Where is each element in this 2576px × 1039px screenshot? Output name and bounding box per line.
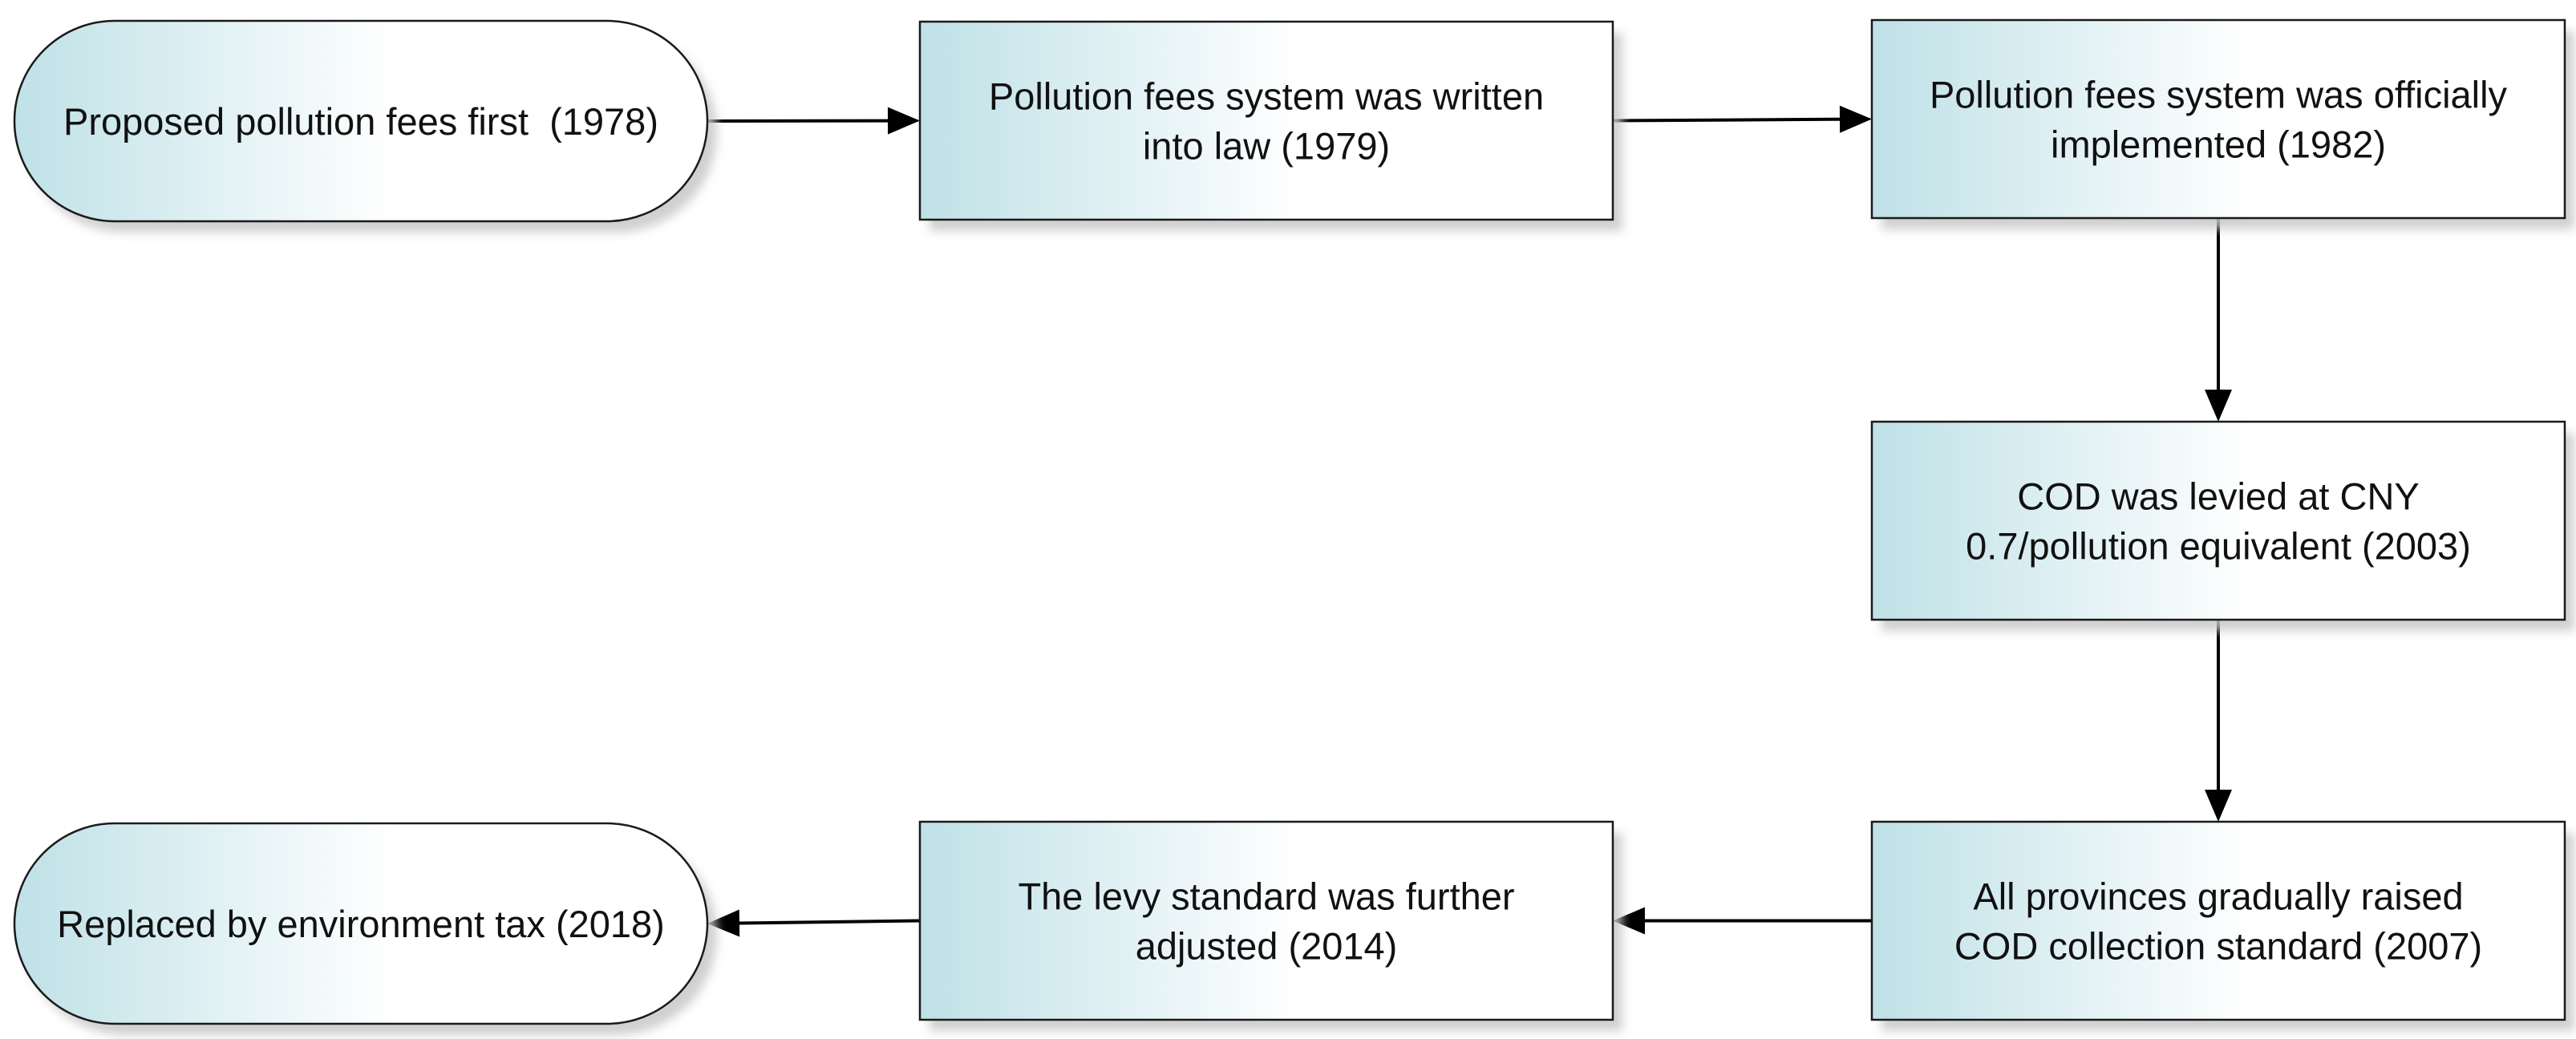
arrow-n2014-to-n2018 xyxy=(707,909,921,937)
flowchart-node-n2003: COD was levied at CNY 0.7/pollution equiv… xyxy=(1870,420,2574,631)
node-label-line: Pollution fees system was officially xyxy=(1930,73,2508,115)
process-box xyxy=(1870,18,2566,220)
process-box xyxy=(918,820,1614,1021)
flowchart-node-n1979: Pollution fees system was written into la… xyxy=(918,20,1622,231)
arrow-shaft xyxy=(739,919,921,925)
arrowhead xyxy=(1613,907,1645,935)
terminal-shape xyxy=(13,822,709,1025)
process-box xyxy=(1870,820,2566,1021)
arrow-n2007-to-n2014 xyxy=(1613,907,1872,935)
arrowhead xyxy=(2205,390,2232,422)
nodes-layer: Proposed pollution fees first (1978) Poll… xyxy=(13,18,2574,1035)
flowchart-node-n1982: Pollution fees system was officially impl… xyxy=(1870,18,2574,229)
arrowhead xyxy=(887,107,920,135)
flowchart-node-n1978: Proposed pollution fees first (1978) xyxy=(13,19,717,232)
node-label-line: Pollution fees system was written xyxy=(989,75,1544,117)
node-label-line: COD was levied at CNY xyxy=(2017,475,2420,517)
arrowhead xyxy=(1839,105,1872,133)
node-label-line: 0.7/pollution equivalent (2003) xyxy=(1966,524,2471,567)
arrow-n1982-to-n2003 xyxy=(2205,218,2232,422)
terminal-shape xyxy=(13,19,709,223)
flowchart-node-n2018: Replaced by environment tax (2018) xyxy=(13,822,717,1035)
node-label-line: Replaced by environment tax (2018) xyxy=(57,903,665,945)
process-box xyxy=(1870,420,2566,621)
edges-layer xyxy=(707,105,2232,937)
node-label-line: COD collection standard (2007) xyxy=(1954,924,2482,967)
arrow-n1978-to-n1979 xyxy=(707,107,920,135)
node-label-line: Proposed pollution fees first (1978) xyxy=(63,100,658,143)
arrowhead xyxy=(2205,790,2232,822)
arrowhead xyxy=(707,909,740,937)
flowchart-node-n2014: The levy standard was further adjusted (2… xyxy=(918,820,1622,1031)
arrow-n2003-to-n2007 xyxy=(2205,620,2232,822)
process-box xyxy=(918,20,1614,221)
node-label-line: into law (1979) xyxy=(1143,124,1390,167)
node-label-line: implemented (1982) xyxy=(2051,123,2386,165)
arrow-n1979-to-n1982 xyxy=(1612,105,1872,133)
arrow-shaft xyxy=(1612,117,1841,123)
node-label-line: All provinces gradually raised xyxy=(1973,875,2463,917)
node-label-line: adjusted (2014) xyxy=(1136,924,1398,967)
node-label-line: The levy standard was further xyxy=(1018,875,1514,917)
